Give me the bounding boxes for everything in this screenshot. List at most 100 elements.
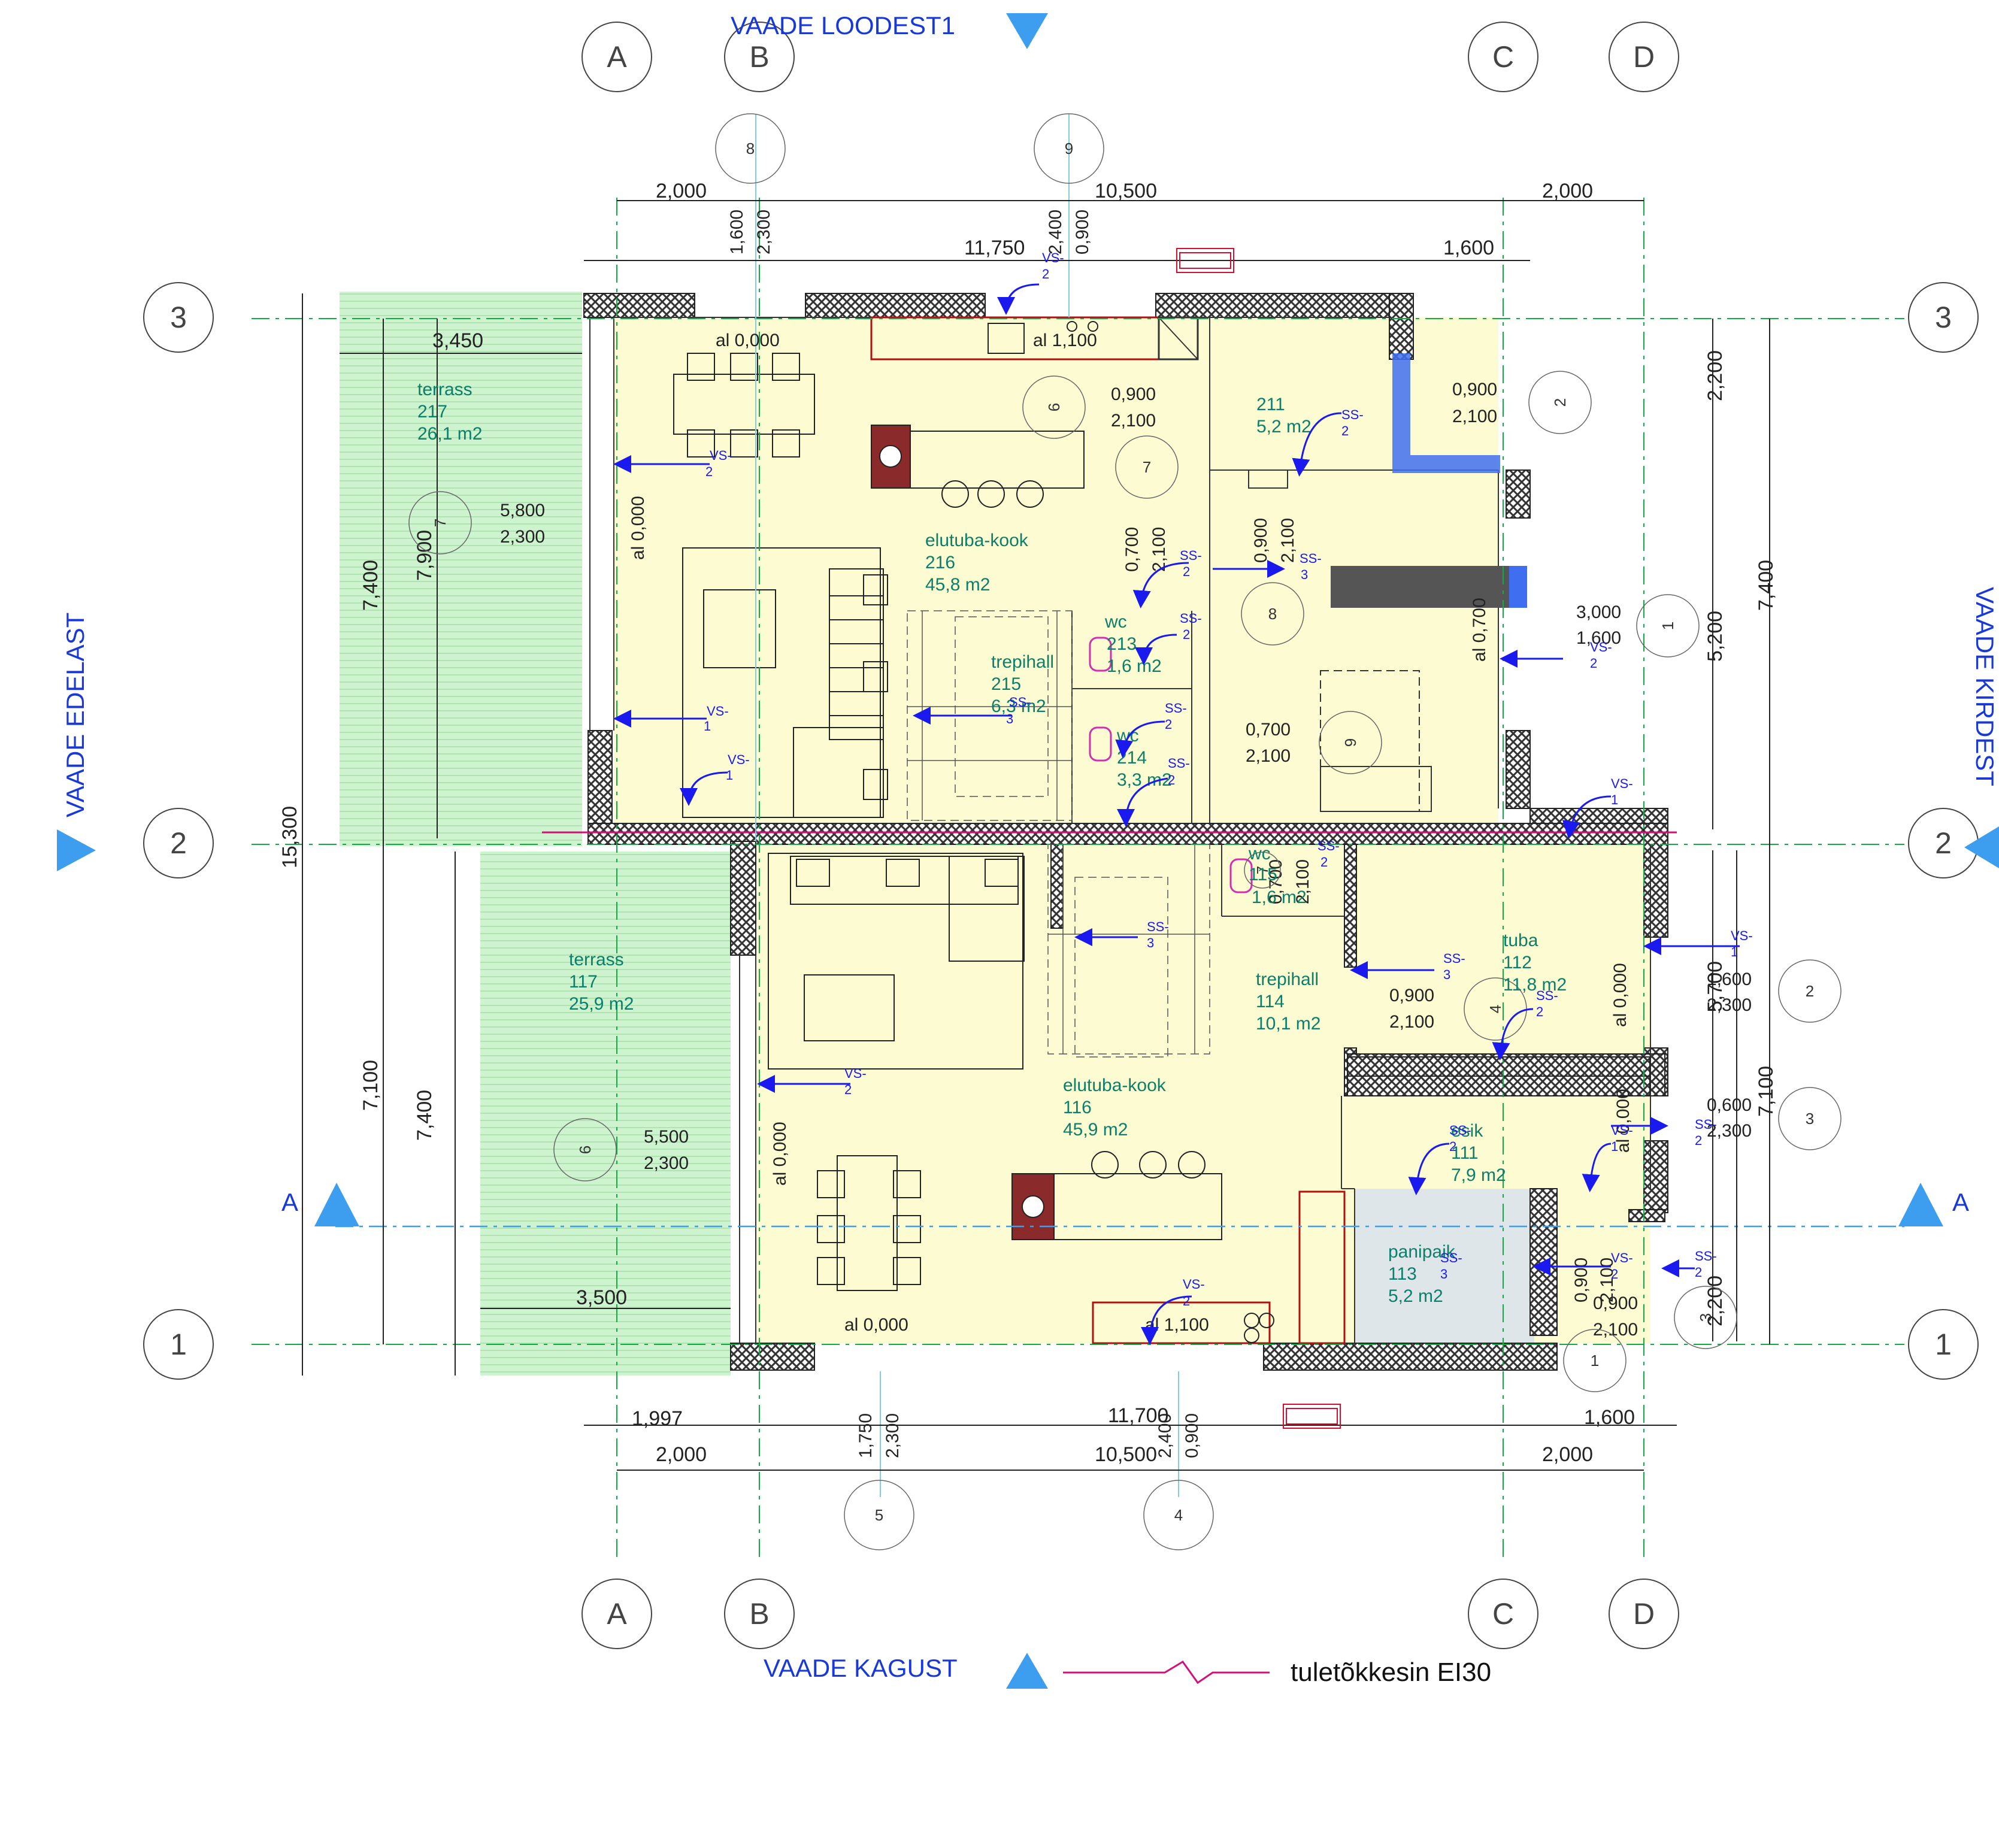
axis-bubble-a-bottom: A (581, 1579, 652, 1649)
svg-text:VS-: VS- (728, 752, 750, 767)
window-tag-9: 9 2,400 0,900 (1034, 113, 1104, 255)
svg-text:SS-: SS- (1300, 551, 1322, 566)
svg-text:1: 1 (1591, 1352, 1599, 1370)
svg-text:2: 2 (1449, 1139, 1456, 1154)
svg-text:2,000: 2,000 (1542, 180, 1593, 202)
svg-text:SS-: SS- (1180, 611, 1202, 626)
svg-text:2,100: 2,100 (1149, 527, 1169, 572)
axis-bubble-3-right: 3 (1908, 282, 1979, 353)
svg-text:114: 114 (1256, 992, 1285, 1011)
svg-text:A: A (607, 1597, 627, 1631)
svg-text:2,000: 2,000 (656, 180, 707, 202)
svg-text:0,900: 0,900 (1251, 518, 1271, 563)
axis-bubble-b-bottom: B (724, 1579, 795, 1649)
svg-text:0,900: 0,900 (1452, 380, 1497, 399)
svg-text:1,6 m2: 1,6 m2 (1107, 656, 1162, 676)
svg-text:7,400: 7,400 (1755, 560, 1777, 611)
svg-text:1: 1 (1611, 1139, 1618, 1154)
svg-text:216: 216 (925, 553, 955, 572)
svg-text:2,100: 2,100 (1452, 407, 1497, 426)
svg-text:9: 9 (1341, 738, 1359, 747)
axis-bubble-d-top: D (1609, 22, 1679, 92)
svg-text:26,1 m2: 26,1 m2 (417, 424, 482, 444)
svg-text:2,200: 2,200 (1704, 1276, 1727, 1326)
svg-text:wc: wc (1248, 844, 1271, 864)
svg-text:6: 6 (1045, 403, 1063, 411)
axis-bubble-b-top: B (724, 22, 795, 92)
svg-text:tuba: tuba (1503, 931, 1538, 950)
axis-lines (252, 198, 1904, 1557)
svg-text:VS-: VS- (710, 448, 732, 463)
svg-text:C: C (1492, 40, 1514, 74)
svg-text:7,100: 7,100 (1755, 1066, 1777, 1117)
svg-text:1: 1 (726, 768, 733, 783)
svg-text:1,600: 1,600 (1443, 237, 1494, 259)
svg-text:213: 213 (1107, 634, 1137, 654)
level-labels: al 0,000 al 1,100 al 0,000 al 0,700 al 0… (628, 331, 1633, 1335)
svg-text:2: 2 (1042, 266, 1049, 281)
window-lines (755, 114, 1179, 1497)
svg-text:7,400: 7,400 (413, 1090, 436, 1141)
svg-text:2,300: 2,300 (1707, 1121, 1752, 1141)
axis-bubble-2-right: 2 (1908, 808, 1979, 878)
svg-text:4: 4 (1486, 1005, 1504, 1013)
terrace-lower (480, 852, 731, 1376)
toilets (1089, 637, 1253, 893)
svg-text:3: 3 (170, 301, 187, 334)
svg-text:SS-: SS- (1695, 1249, 1717, 1264)
lower-dining-table (817, 1155, 921, 1291)
svg-text:1,600: 1,600 (1576, 628, 1621, 648)
svg-text:al 0,000: al 0,000 (844, 1315, 908, 1335)
svg-text:B: B (749, 1597, 769, 1631)
svg-text:5,2 m2: 5,2 m2 (1256, 417, 1312, 437)
svg-text:SS-: SS- (1147, 919, 1169, 934)
svg-text:trepihall: trepihall (1256, 970, 1319, 989)
svg-text:2,000: 2,000 (1542, 1443, 1593, 1466)
svg-text:2,100: 2,100 (1389, 1012, 1434, 1032)
svg-text:2,100: 2,100 (1246, 746, 1291, 766)
axis-bubble-3-left: 3 (143, 282, 214, 353)
svg-text:25,9 m2: 25,9 m2 (569, 994, 634, 1014)
section-marker-labels: VS-2 VS-2 VS-1 VS-1 SS-2 SS-3 SS-2 SS-3 … (704, 250, 1753, 1308)
svg-text:VS-: VS- (1042, 250, 1064, 265)
svg-text:3,450: 3,450 (432, 329, 483, 352)
svg-text:3: 3 (1697, 1313, 1715, 1322)
view-label-south: VAADE KAGUST (764, 1653, 1048, 1689)
svg-text:3: 3 (1440, 1267, 1447, 1282)
svg-text:5: 5 (875, 1506, 883, 1524)
lower-sofa (768, 853, 1025, 1070)
lower-stairs (1047, 844, 1210, 1058)
svg-text:0,900: 0,900 (1073, 210, 1092, 255)
svg-text:2: 2 (1320, 855, 1328, 870)
svg-text:2: 2 (844, 1082, 852, 1097)
svg-text:2,300: 2,300 (1707, 995, 1752, 1015)
svg-text:11,750: 11,750 (964, 237, 1025, 259)
svg-text:5,800: 5,800 (500, 501, 545, 520)
svg-text:0,900: 0,900 (1389, 986, 1434, 1005)
svg-text:0,700: 0,700 (1122, 527, 1142, 572)
svg-text:2,200: 2,200 (1704, 350, 1727, 401)
svg-text:6: 6 (576, 1146, 594, 1154)
svg-text:117: 117 (569, 972, 598, 992)
svg-text:2,300: 2,300 (644, 1153, 689, 1173)
svg-text:SS-: SS- (1180, 548, 1202, 563)
svg-text:A: A (607, 40, 627, 74)
svg-text:al 0,000: al 0,000 (628, 496, 648, 560)
svg-text:113: 113 (1388, 1264, 1417, 1284)
svg-text:SS-: SS- (1449, 1123, 1471, 1138)
svg-text:115: 115 (1249, 865, 1277, 884)
svg-text:2: 2 (1695, 1265, 1702, 1280)
svg-text:7,900: 7,900 (413, 530, 436, 581)
svg-text:3: 3 (1006, 711, 1013, 726)
svg-text:2: 2 (1183, 1293, 1190, 1308)
section-markers (613, 283, 1740, 1345)
svg-text:2,400: 2,400 (1046, 210, 1065, 255)
svg-text:7,100: 7,100 (359, 1060, 382, 1111)
svg-text:15,300: 15,300 (278, 806, 301, 868)
svg-text:10,1 m2: 10,1 m2 (1256, 1014, 1320, 1034)
svg-text:VAADE KIRDEST: VAADE KIRDEST (1971, 587, 1999, 786)
upper-kitchen-island (871, 321, 1098, 508)
svg-text:215: 215 (991, 674, 1021, 694)
svg-text:1,600: 1,600 (727, 210, 747, 255)
svg-text:3: 3 (1301, 567, 1308, 582)
